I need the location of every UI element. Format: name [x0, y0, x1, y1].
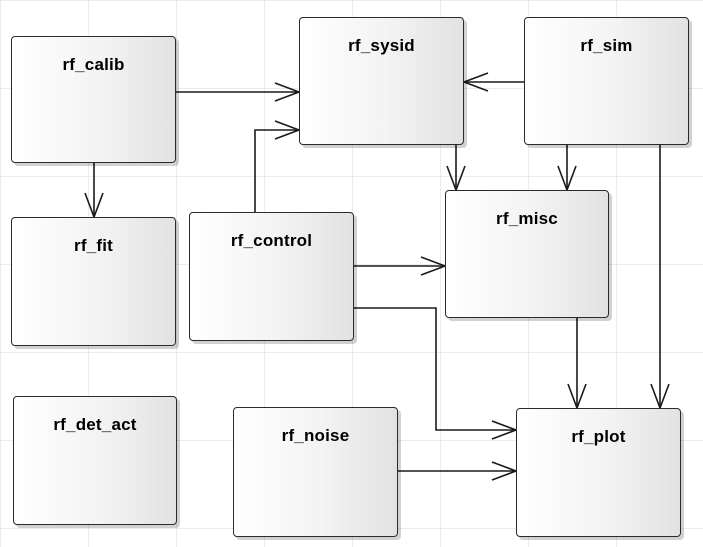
node-rf-misc[interactable]: rf_misc [445, 190, 609, 318]
node-rf-calib-label: rf_calib [62, 55, 125, 74]
node-rf-noise-label: rf_noise [281, 426, 350, 445]
node-rf-control-label: rf_control [230, 231, 313, 250]
node-rf-sim[interactable]: rf_sim [524, 17, 689, 145]
node-rf-control[interactable]: rf_control [189, 212, 354, 341]
edge-rf-sysid-to-rf-misc [446, 145, 466, 193]
node-rf-fit-label: rf_fit [74, 236, 113, 255]
edge-rf-calib-to-rf-fit [84, 163, 104, 220]
edge-rf-noise-to-rf-plot [398, 461, 519, 481]
edge-rf-sim-to-rf-misc [557, 145, 577, 193]
node-rf-fit[interactable]: rf_fit [11, 217, 176, 346]
node-rf-det-act[interactable]: rf_det_act [13, 396, 177, 525]
edge-rf-control-to-rf-sysid [254, 120, 302, 212]
edge-rf-sim-to-rf-plot [650, 145, 670, 411]
node-rf-sysid[interactable]: rf_sysid [299, 17, 464, 145]
node-rf-det-act-label: rf_det_act [53, 415, 137, 434]
node-rf-calib[interactable]: rf_calib [11, 36, 176, 163]
node-rf-sysid-label: rf_sysid [348, 36, 415, 55]
node-rf-sim-label: rf_sim [580, 36, 633, 55]
edge-rf-calib-to-rf-sysid [176, 82, 302, 102]
edge-rf-control-to-rf-misc [354, 256, 448, 276]
node-rf-noise[interactable]: rf_noise [233, 407, 398, 537]
node-rf-plot[interactable]: rf_plot [516, 408, 681, 537]
edge-rf-misc-to-rf-plot [567, 318, 587, 411]
edge-rf-sim-to-rf-sysid [461, 72, 524, 92]
node-rf-misc-label: rf_misc [496, 209, 558, 228]
node-rf-plot-label: rf_plot [571, 427, 626, 446]
